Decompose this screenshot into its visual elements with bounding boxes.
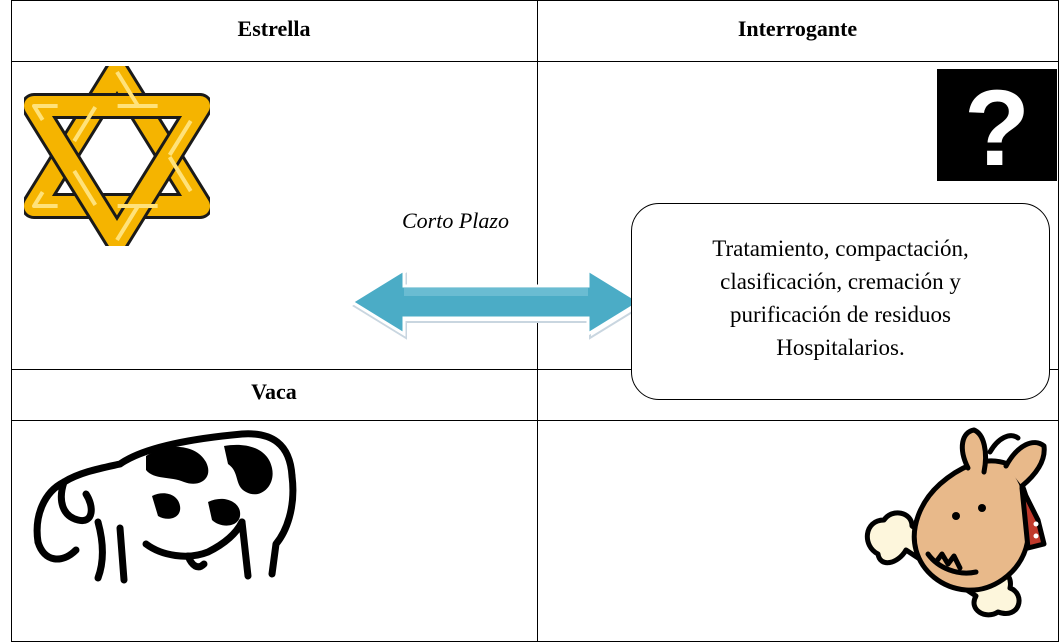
- header-interrogante: Interrogante: [737, 16, 858, 41]
- callout-line: Tratamiento, compactación,: [712, 236, 969, 261]
- header-estrella: Estrella: [237, 16, 311, 41]
- table-border-top: [11, 0, 1059, 1]
- callout-line: purificación de residuos: [730, 302, 951, 327]
- table-row-divider: [11, 369, 1059, 370]
- callout-box: Tratamiento, compactación, clasificación…: [631, 203, 1050, 400]
- table-row-divider: [11, 420, 1059, 421]
- table-row-divider: [11, 61, 1059, 62]
- header-vaca: Vaca: [251, 379, 297, 404]
- question-mark-icon: ?: [937, 69, 1057, 181]
- table-border-left: [11, 0, 12, 642]
- callout-line: clasificación, cremación y: [720, 269, 961, 294]
- cow-icon: [33, 430, 297, 584]
- arrow-label: Corto Plazo: [402, 208, 509, 233]
- table-border-bottom: [11, 641, 1059, 642]
- dog-with-bone-icon: [865, 427, 1047, 618]
- callout-line: Hospitalarios.: [776, 335, 905, 360]
- star-of-david-icon: [24, 66, 210, 246]
- table-border-right: [1058, 0, 1059, 642]
- double-arrow-icon: [349, 267, 644, 340]
- svg-text:?: ?: [964, 69, 1030, 181]
